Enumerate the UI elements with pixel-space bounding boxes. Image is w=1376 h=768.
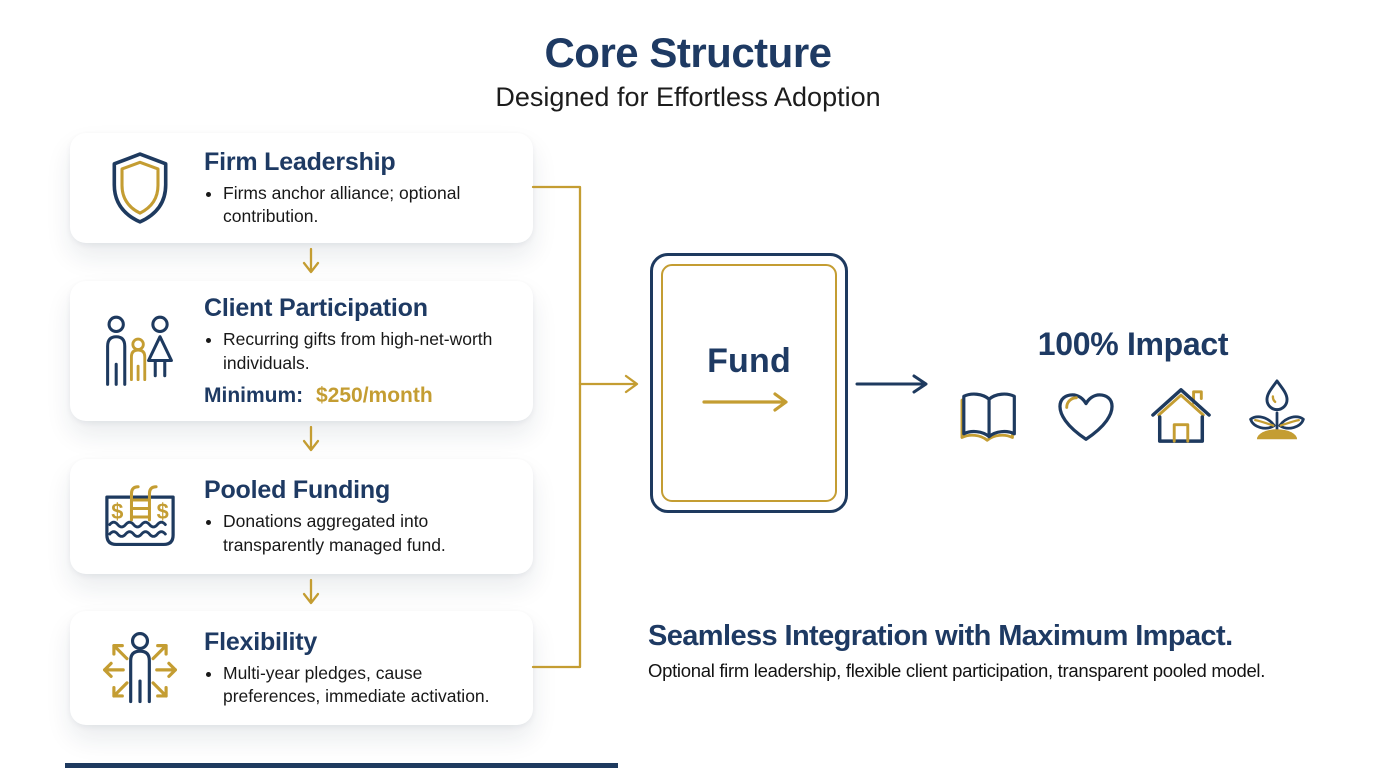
card-flexibility: Flexibility Multi-year pledges, cause pr… bbox=[70, 611, 533, 725]
family-icon bbox=[94, 314, 186, 388]
card-title: Pooled Funding bbox=[204, 476, 391, 505]
card-client-participation: Client Participation Recurring gifts fro… bbox=[70, 281, 533, 421]
bottom-edge-bar bbox=[65, 763, 618, 768]
card-pooled-funding: $ $ Pooled Funding Donations aggregated … bbox=[70, 459, 533, 574]
heart-icon bbox=[1058, 393, 1114, 441]
plant-icon bbox=[1249, 379, 1305, 440]
card-bullet: Firms anchor alliance; optional contribu… bbox=[223, 182, 513, 228]
card-bullet: Recurring gifts from high-net-worth indi… bbox=[223, 328, 513, 374]
minimum-label: Minimum: bbox=[204, 383, 304, 407]
impact-title: 100% Impact bbox=[1037, 326, 1229, 362]
minimum-line: Minimum: $250/month bbox=[204, 384, 513, 408]
card-bullet: Multi-year pledges, cause preferences, i… bbox=[223, 662, 513, 708]
svg-text:$: $ bbox=[111, 498, 123, 523]
card-firm-leadership: Firm Leadership Firms anchor alliance; o… bbox=[70, 133, 533, 243]
card-bullet: Donations aggregated into transparently … bbox=[223, 510, 513, 556]
pool-icon: $ $ bbox=[94, 482, 186, 552]
house-icon bbox=[1151, 388, 1211, 443]
page-title: Core Structure bbox=[544, 29, 832, 76]
fund-label: Fund bbox=[707, 341, 791, 380]
book-icon bbox=[960, 392, 1016, 442]
minimum-value: $250/month bbox=[316, 383, 433, 407]
shield-icon bbox=[94, 151, 186, 225]
fund-flow-arrow-icon bbox=[702, 391, 788, 412]
impact-icons-row bbox=[958, 370, 1308, 445]
card-title: Client Participation bbox=[204, 294, 428, 323]
footer-subtext: Optional firm leadership, flexible clien… bbox=[648, 660, 1266, 681]
footer: Seamless Integration with Maximum Impact… bbox=[648, 620, 1328, 682]
header: Core Structure Designed for Effortless A… bbox=[0, 29, 1376, 113]
card-title: Flexibility bbox=[204, 627, 318, 656]
person-arrows-icon bbox=[94, 630, 186, 706]
card-title: Firm Leadership bbox=[204, 147, 396, 176]
footer-headline: Seamless Integration with Maximum Impact… bbox=[648, 620, 1233, 652]
svg-text:$: $ bbox=[157, 498, 169, 523]
page-subtitle: Designed for Effortless Adoption bbox=[495, 82, 881, 113]
fund-node: Fund bbox=[650, 253, 848, 513]
